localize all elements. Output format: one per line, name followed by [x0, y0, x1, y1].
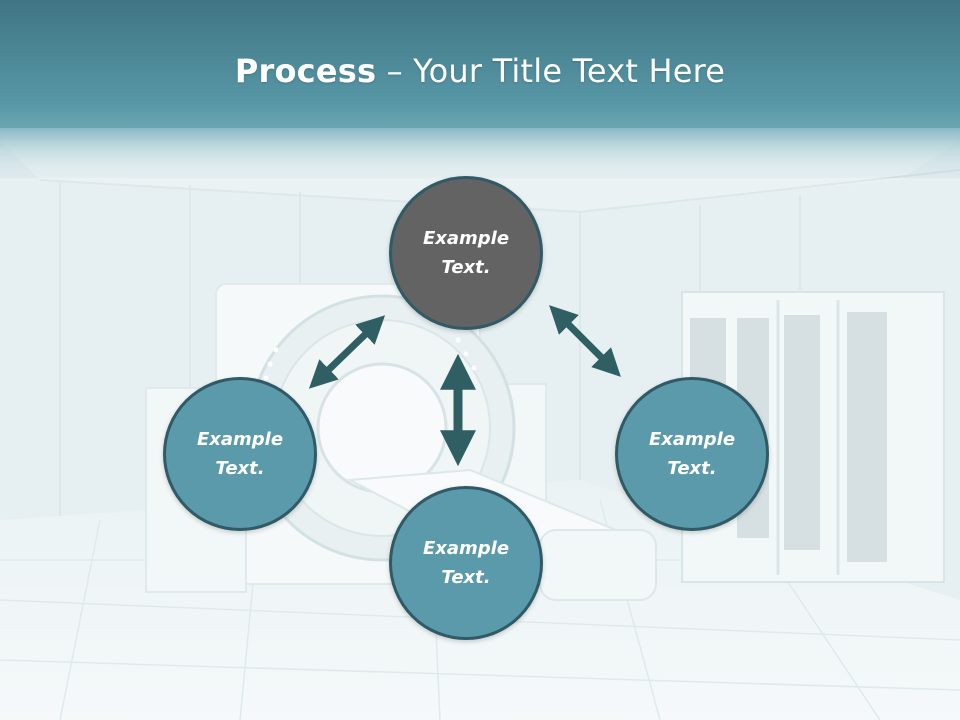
arrow-top-to-right: [549, 305, 621, 377]
title-subtitle: – Your Title Text Here: [376, 52, 726, 90]
arrow-left-to-top: [308, 315, 386, 389]
slide-title: Process – Your Title Text Here: [0, 52, 960, 90]
node-right-label: Example Text.: [648, 429, 736, 479]
node-top-label: Example Text.: [422, 228, 510, 278]
process-node-left: Example Text.: [163, 377, 317, 531]
node-bottom-label: Example Text.: [422, 538, 510, 588]
node-left-label: Example Text.: [196, 429, 284, 479]
process-node-bottom: Example Text.: [389, 486, 543, 640]
process-node-right: Example Text.: [615, 377, 769, 531]
process-node-top: Example Text.: [389, 176, 543, 330]
title-bold-word: Process: [234, 52, 377, 90]
